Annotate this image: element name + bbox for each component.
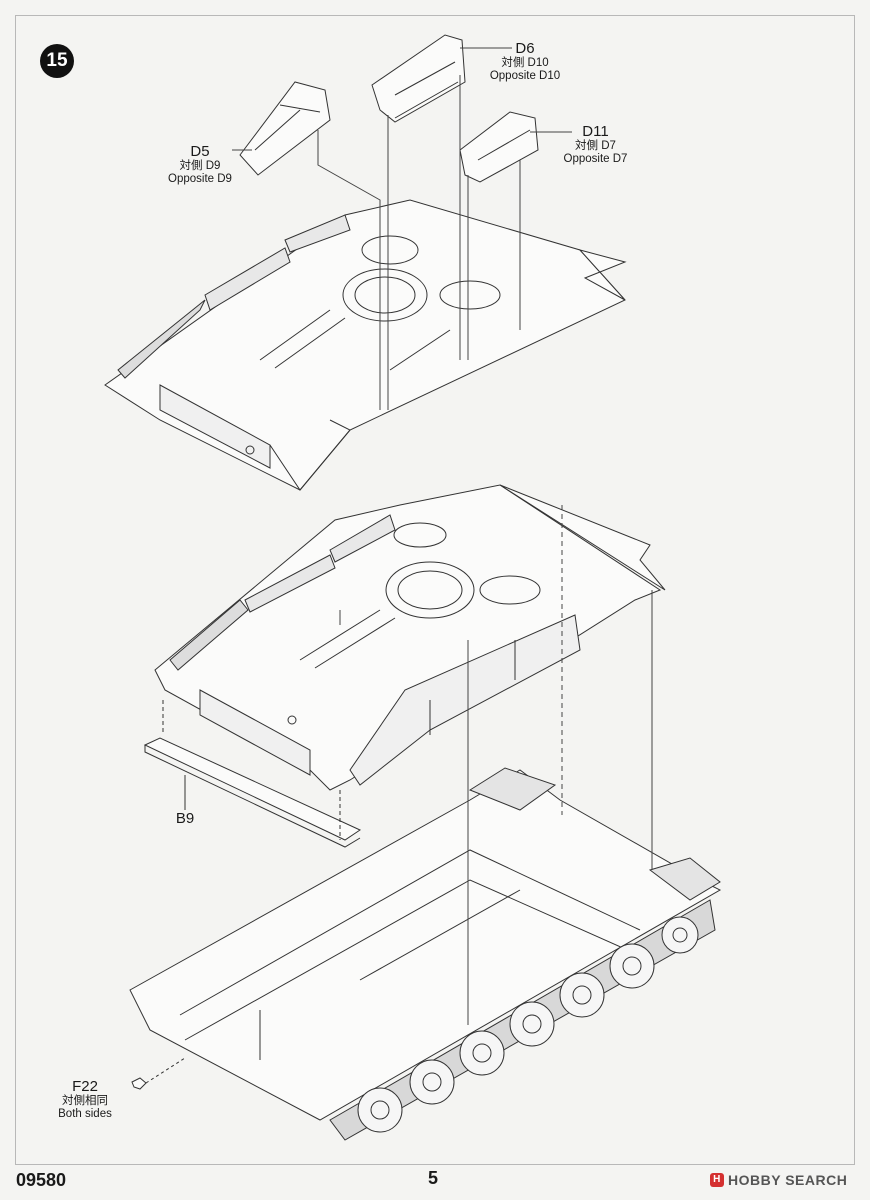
step-number-badge: 15 — [40, 44, 74, 78]
label-d5-zh: 対側 — [179, 160, 203, 173]
label-f22-code: F22 — [72, 1078, 98, 1095]
label-f22-zh: 対側相同 — [62, 1095, 108, 1108]
label-d5-alt: D9 — [205, 160, 221, 173]
part-d6-drawing — [371, 34, 466, 123]
label-d5: D5 対側 D9 Opposite D9 — [155, 143, 245, 187]
upper-hull-middle — [154, 484, 666, 791]
watermark: H HOBBY SEARCH — [710, 1172, 847, 1188]
assembly-arrows-bottom — [339, 505, 653, 1025]
label-d11-opposite: Opposite D7 — [563, 153, 628, 166]
label-b9: B9 — [165, 810, 205, 827]
watermark-text: HOBBY SEARCH — [728, 1172, 848, 1188]
product-code: 09580 — [16, 1170, 67, 1190]
step-number: 15 — [46, 50, 68, 71]
label-d6: D6 対側 D10 Opposite D10 — [470, 40, 580, 84]
lower-hull — [129, 767, 722, 1121]
tracks-and-wheels — [329, 899, 716, 1141]
label-d5-code: D5 — [190, 143, 210, 160]
label-f22: F22 対側相同 Both sides — [40, 1078, 130, 1122]
label-d6-opposite: Opposite D10 — [489, 70, 561, 83]
label-d5-opposite: Opposite D9 — [168, 173, 232, 186]
label-d11-code: D11 — [582, 123, 609, 140]
assembly-arrows-top — [232, 47, 572, 410]
page-border — [15, 15, 855, 1165]
page-number: 5 — [428, 1168, 439, 1188]
label-d11: D11 対側 D7 Opposite D7 — [548, 123, 643, 167]
label-b9-code: B9 — [175, 810, 195, 827]
label-d6-code: D6 — [515, 40, 535, 57]
part-d5-drawing — [239, 81, 331, 176]
part-f22-drawing — [131, 1057, 186, 1090]
label-d11-zh: 対側 — [575, 140, 599, 153]
label-d6-zh: 対側 — [501, 57, 525, 70]
upper-hull-top — [104, 199, 627, 491]
label-f22-note: Both sides — [58, 1108, 112, 1121]
part-b9-drawing — [143, 700, 362, 848]
part-d11-drawing — [459, 111, 539, 183]
label-d6-alt: D10 — [527, 57, 549, 70]
label-d11-alt: D7 — [601, 140, 616, 153]
hobby-search-logo-icon: H — [710, 1173, 724, 1187]
